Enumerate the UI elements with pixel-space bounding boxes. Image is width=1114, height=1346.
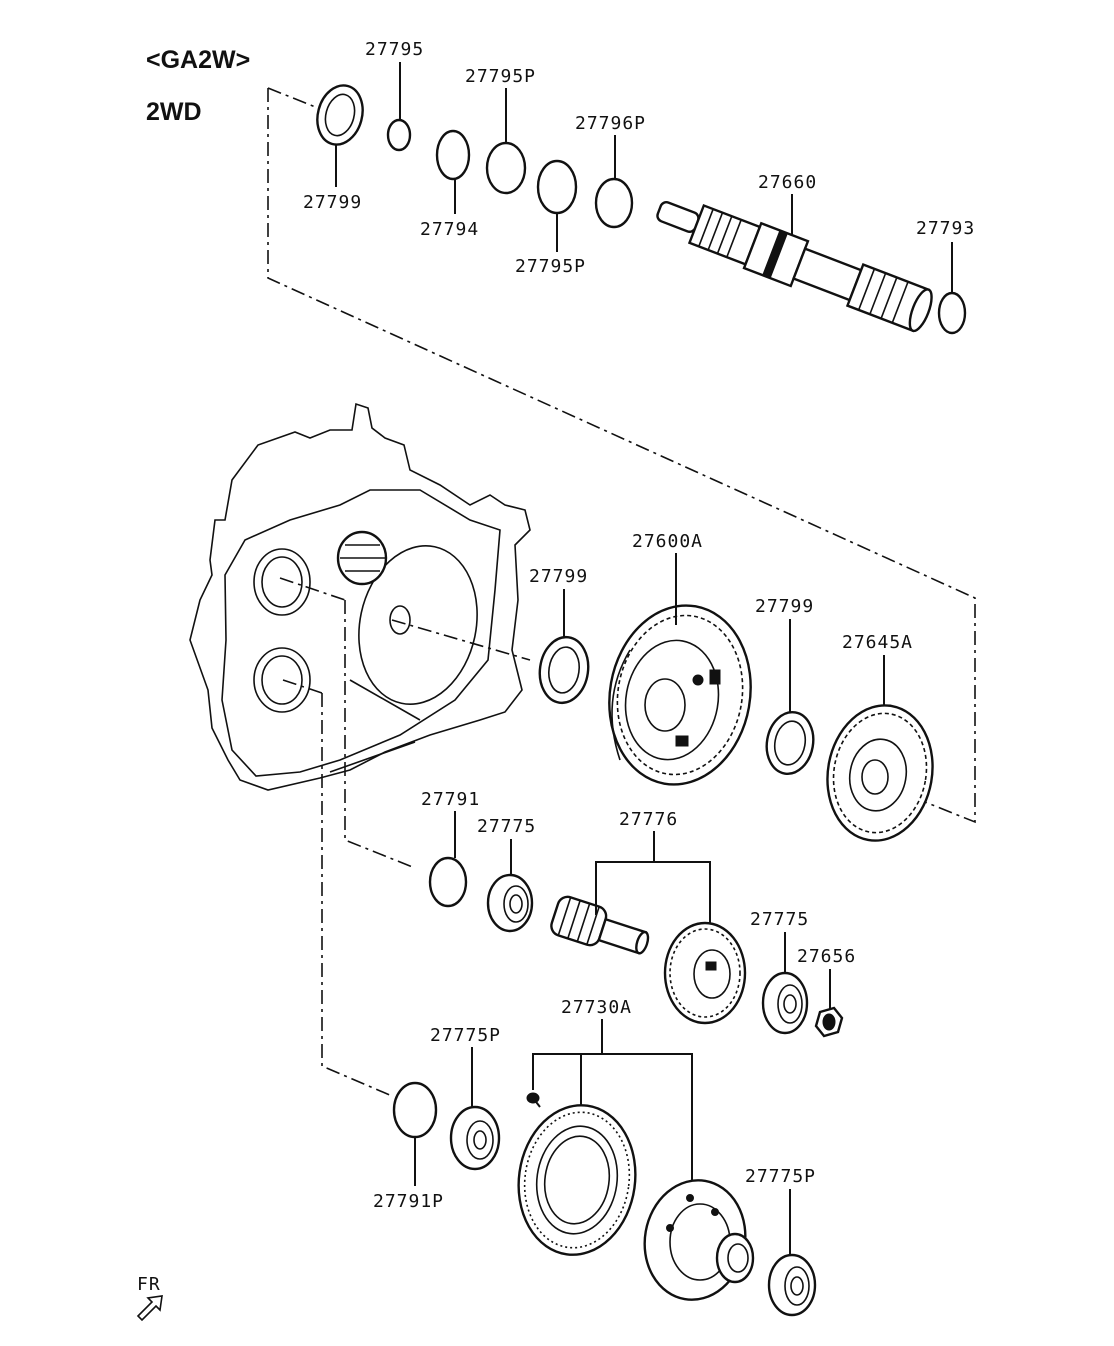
label-27799-top: 27799 — [303, 192, 362, 213]
label-27776: 27776 — [619, 809, 678, 830]
front-direction-indicator: FR — [136, 1274, 163, 1322]
direction-arrow-icon — [136, 1295, 163, 1322]
label-27795p-lower: 27795P — [515, 256, 586, 277]
bearing-27775p-left — [449, 1105, 501, 1171]
bearing-27775-right — [761, 971, 809, 1035]
shaft-27660 — [656, 201, 933, 333]
gear-27776 — [663, 921, 747, 1025]
washer-27799-right — [765, 711, 815, 775]
label-27656: 27656 — [797, 946, 856, 967]
transmission-case — [189, 402, 531, 791]
model-code: <GA2W> — [146, 46, 250, 74]
label-27794: 27794 — [420, 219, 479, 240]
snap-ring-27794 — [435, 129, 471, 181]
washer-27799-left — [538, 635, 590, 705]
output-shaft-27776 — [550, 895, 650, 955]
front-label: FR — [137, 1274, 161, 1295]
label-27660: 27660 — [758, 172, 817, 193]
gear-27645a — [826, 704, 934, 842]
assembly-lines — [267, 87, 976, 1097]
snap-ring-27795 — [386, 118, 412, 152]
label-27775p-left: 27775P — [430, 1025, 501, 1046]
label-27775-left: 27775 — [477, 816, 536, 837]
label-27799-right: 27799 — [755, 596, 814, 617]
planetary-carrier-27600a — [608, 604, 752, 786]
spacer-27795p-b — [536, 159, 578, 215]
spacer-27796p — [594, 177, 634, 229]
bearing-27775-left — [486, 873, 534, 933]
label-27799-left: 27799 — [529, 566, 588, 587]
snap-ring-27793 — [937, 291, 967, 335]
label-27793: 27793 — [916, 218, 975, 239]
label-27795p-top: 27795P — [465, 66, 536, 87]
label-27775p-right: 27775P — [745, 1166, 816, 1187]
label-27791p: 27791P — [373, 1191, 444, 1212]
differential-case-27730a — [643, 1179, 755, 1301]
part-labels: 27795 27795P 27796P 27799 27794 27795P 2… — [303, 39, 975, 1212]
label-27791: 27791 — [421, 789, 480, 810]
seal-27799-top — [316, 84, 364, 146]
pinion-gear-in-case — [336, 530, 388, 586]
spacer-27795p-a — [485, 141, 527, 195]
leader-lines — [335, 62, 953, 1255]
snap-ring-27791p — [392, 1081, 438, 1139]
bearing-27775p-right — [767, 1253, 817, 1317]
label-27795: 27795 — [365, 39, 424, 60]
drive-type: 2WD — [146, 98, 202, 126]
nut-27656 — [814, 1006, 844, 1038]
ring-gear-27730a — [517, 1104, 637, 1256]
snap-ring-27791 — [428, 856, 468, 908]
label-27600a: 27600A — [632, 531, 703, 552]
bolt-27730a — [526, 1092, 541, 1108]
label-27796p: 27796P — [575, 113, 646, 134]
label-27730a: 27730A — [561, 997, 632, 1018]
label-27645a: 27645A — [842, 632, 913, 653]
label-27775-right: 27775 — [750, 909, 809, 930]
